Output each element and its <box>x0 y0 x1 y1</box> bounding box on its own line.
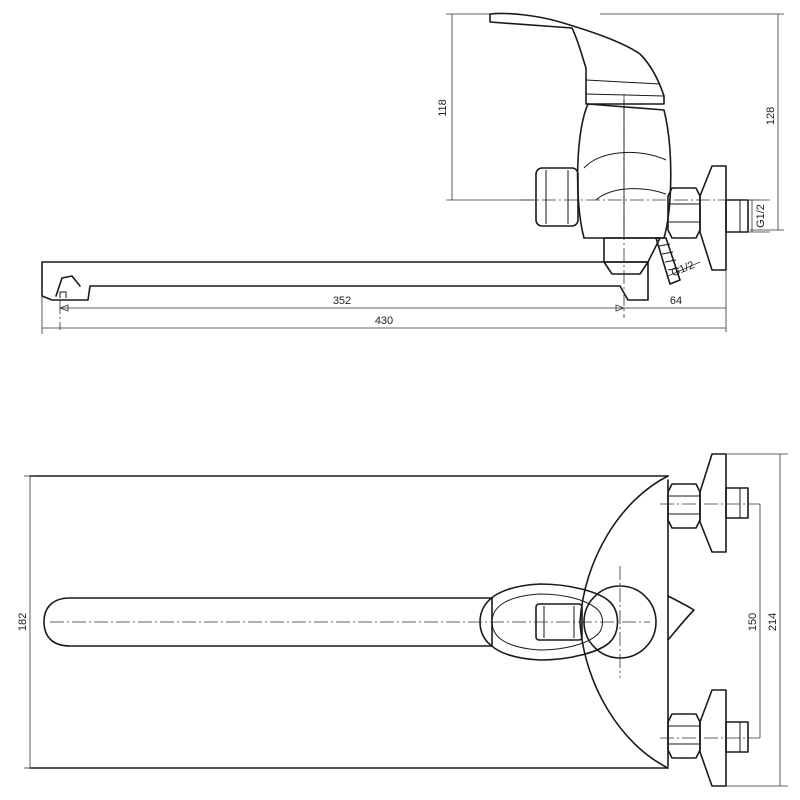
inlet-top <box>667 453 749 553</box>
dim-label-214: 214 <box>767 613 779 631</box>
dim-label-118: 118 <box>437 99 449 117</box>
dim-label-182: 182 <box>17 613 29 631</box>
thread-callout-slanted: G1/2 <box>667 259 701 279</box>
dim-150: 150 <box>747 504 761 738</box>
top-outline <box>29 475 669 769</box>
body-dome <box>579 475 695 769</box>
hex-nut-side <box>667 187 701 239</box>
top-view: 182 150 214 <box>17 453 788 787</box>
side-view: 118 128 G1/2 G1/2 352 <box>41 12 784 334</box>
dim-label-430: 430 <box>375 315 393 327</box>
dim-430: 430 <box>41 296 726 334</box>
dim-214: 214 <box>726 453 788 787</box>
thread-label-outlet: G1/2 <box>755 204 767 228</box>
handle-lever-side <box>489 12 665 105</box>
dim-64: 64 <box>624 270 727 332</box>
spout-side <box>41 261 649 330</box>
dim-128: 128 <box>600 13 784 231</box>
dim-label-352: 352 <box>333 295 351 307</box>
spout-top <box>43 597 493 647</box>
spout-collar <box>603 237 661 275</box>
dim-label-128: 128 <box>765 107 777 125</box>
wall-flange-side <box>699 165 749 271</box>
dim-label-150: 150 <box>747 613 759 631</box>
dim-118: 118 <box>437 13 536 201</box>
thread-callout-vertical: G1/2 <box>748 199 770 233</box>
thread-fitting <box>655 237 681 285</box>
dim-label-64: 64 <box>670 295 682 307</box>
dim-352: 352 <box>58 295 626 312</box>
cartridge-cap <box>535 167 579 227</box>
dim-182: 182 <box>17 475 36 769</box>
